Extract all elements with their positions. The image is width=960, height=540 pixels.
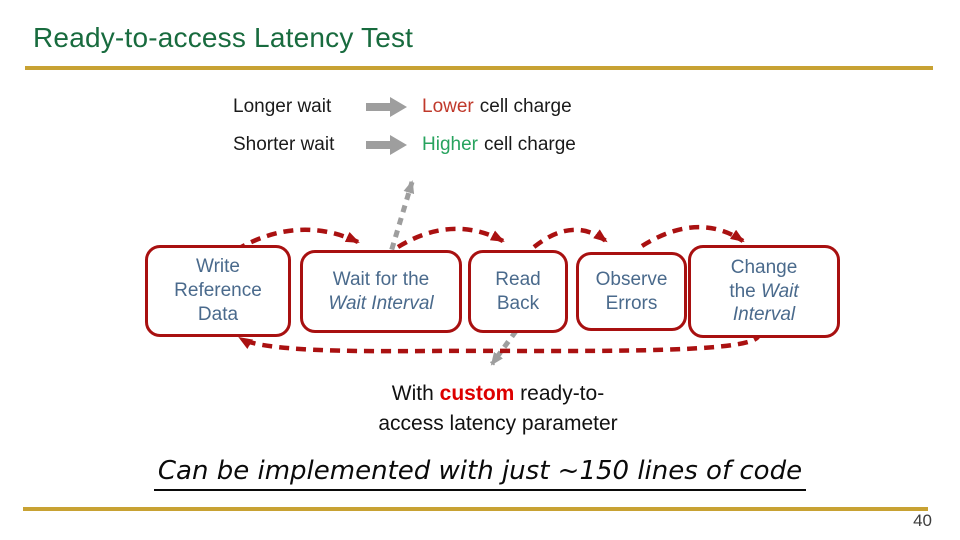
box-line: Write [196,256,240,278]
box-line: the Wait [729,280,799,302]
legend-label: Longer wait [233,96,332,117]
box-line: Data [197,303,239,325]
flow-box-change-wait-interval: Change the Wait Interval [688,245,840,338]
footnote-text: Can be implemented with just ~150 lines … [153,456,807,491]
loop-arc-3-icon [532,227,608,249]
legend-rest: cell charge [479,96,572,117]
title-underline-rule [25,66,933,70]
legend-highlight-lower: Lower [422,96,474,117]
read-back-to-caption-arrow-icon [489,329,519,366]
flow-box-wait-for-wait-interval: Wait for the Wait Interval [300,250,462,333]
box-line: Errors [605,292,658,314]
custom-latency-caption: With custom ready-to- access latency par… [323,379,673,439]
caption-line-1: With custom ready-to- [391,382,605,405]
flow-box-read-back: Read Back [468,250,568,333]
loop-arc-2-icon [396,226,505,249]
loop-arc-4-icon [640,224,745,248]
box-line: Wait Interval [328,292,434,314]
box-line: Change [730,256,798,278]
block-arrow-right-icon [366,96,408,118]
legend-row-longer-wait: Longer wait Lower cell charge [233,92,576,122]
box-line: Back [496,292,540,314]
box-line: Interval [732,304,796,326]
caption-line-2: access latency parameter [378,411,618,435]
box-line: Observe [595,268,668,290]
footnote-container: Can be implemented with just ~150 lines … [0,456,960,491]
block-arrow-right-icon [366,134,408,156]
legend-highlight-higher: Higher [422,134,478,155]
legend-rest: cell charge [483,134,576,155]
legend-label: Shorter wait [233,134,335,155]
caption-custom-highlight: custom [439,382,515,405]
bottom-rule [23,507,928,511]
box-line: Read [495,268,541,290]
wait-charge-legend: Longer wait Lower cell charge Shorter wa… [233,92,576,168]
box-line: Reference [174,280,262,302]
flow-box-write-reference-data: Write Reference Data [145,245,291,337]
legend-row-shorter-wait: Shorter wait Higher cell charge [233,130,576,160]
page-title: Ready-to-access Latency Test [33,22,414,53]
flow-box-observe-errors: Observe Errors [576,252,687,331]
box-line: Wait for the [332,268,430,290]
page-number: 40 [913,511,932,530]
loop-return-arc-icon [238,330,761,354]
